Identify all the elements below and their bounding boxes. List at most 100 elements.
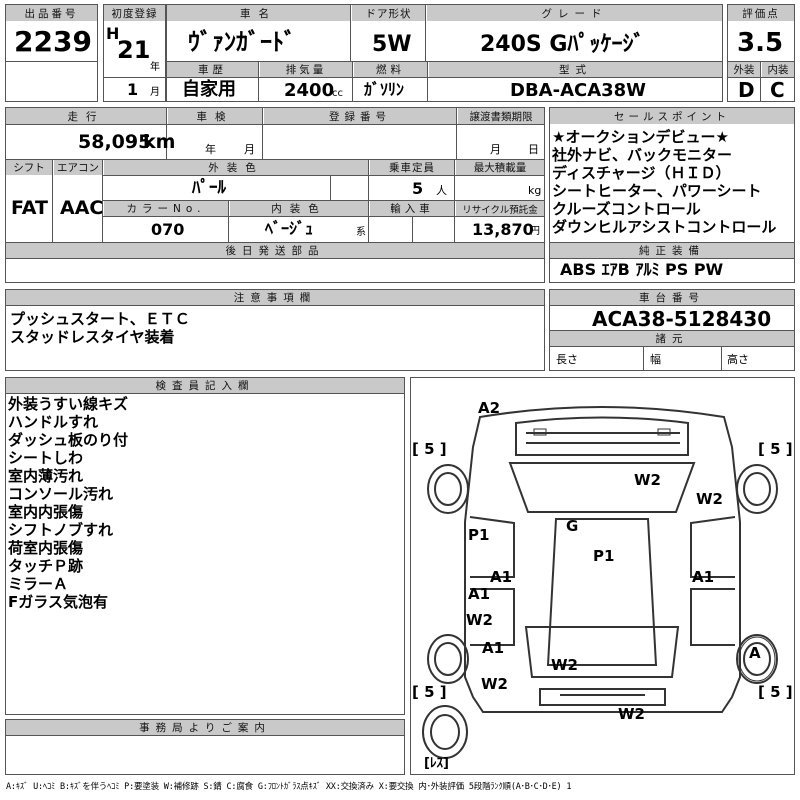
damage-mark: A1 bbox=[482, 639, 505, 657]
chassis-label: 車台番号 bbox=[550, 290, 794, 305]
transfer-day-unit: 日 bbox=[528, 143, 539, 156]
color-no-label: カラーNo. bbox=[104, 201, 228, 216]
sales-points: ★オークションデビュー★ 社外ナビ、バックモニター ディスチャージ（ＨＩＤ） シ… bbox=[552, 128, 776, 236]
sales-line: ディスチャージ（ＨＩＤ） bbox=[552, 164, 731, 182]
model-code: DBA-ACA38W bbox=[510, 80, 647, 101]
damage-mark: W2 bbox=[466, 611, 493, 629]
equipment-items: ABS ｴｱB ｱﾙﾐ PS PW bbox=[560, 260, 724, 279]
score: 3.5 bbox=[737, 28, 784, 58]
ext-color: ﾊﾟｰﾙ bbox=[192, 178, 226, 198]
inspection-month-unit: 月 bbox=[244, 143, 255, 156]
damage-mark: W2 bbox=[551, 656, 578, 674]
notes-label: 注意事項欄 bbox=[6, 290, 544, 305]
ext-grade-label: 外装 bbox=[728, 62, 760, 77]
fuel-label: 燃料 bbox=[354, 62, 427, 77]
score-box bbox=[727, 4, 795, 102]
first-reg-label: 初度登録 bbox=[104, 5, 165, 21]
lot-no-box bbox=[5, 4, 98, 102]
displacement: 2400 bbox=[284, 80, 335, 101]
tire-rr-label: [ 5 ] bbox=[758, 683, 793, 701]
notes-lines: プッシュスタート、ＥＴＣ スタッドレスタイヤ装着 bbox=[10, 310, 190, 346]
inspector-line: ミラーＡ bbox=[8, 575, 69, 593]
int-color-unit: 系 bbox=[356, 227, 366, 238]
inspector-line: コンソール汚れ bbox=[8, 485, 114, 503]
sales-line: ★オークションデビュー★ bbox=[552, 128, 729, 146]
inspection-label: 車検 bbox=[168, 108, 262, 124]
mileage: 58,095 bbox=[78, 131, 152, 153]
tire-fl-label: [ 5 ] bbox=[412, 440, 447, 458]
ac-label: エアコン bbox=[54, 160, 102, 175]
first-reg-month: 1 bbox=[127, 80, 139, 99]
sales-label: セールスポイント bbox=[550, 108, 794, 124]
recycle-unit: 円 bbox=[530, 226, 540, 237]
sales-line: ダウンヒルアシストコントロール bbox=[552, 218, 777, 236]
office-label: 事務局よりご案内 bbox=[6, 720, 404, 735]
office-box bbox=[5, 719, 405, 775]
car-history: 自家用 bbox=[182, 79, 236, 100]
damage-mark: W2 bbox=[634, 471, 661, 489]
equipment-label: 純正装備 bbox=[550, 243, 794, 258]
inspector-lines: 外装うすい線キズ ハンドルすれ ダッシュ板のり付 シートしわ 室内薄汚れ コンソ… bbox=[8, 395, 128, 611]
transfer-month-unit: 月 bbox=[490, 143, 501, 156]
shift: FAT bbox=[11, 197, 48, 219]
car-name-label: 車名 bbox=[167, 5, 350, 21]
sales-box bbox=[549, 107, 795, 283]
capacity-label: 乗車定員 bbox=[370, 160, 454, 175]
legend: A:ｷｽﾞ U:ﾍｺﾐ B:ｷｽﾞを伴うﾍｺﾐ P:要塗装 W:補修跡 S:錆 … bbox=[6, 782, 572, 792]
tire-rl-label: [ 5 ] bbox=[412, 683, 447, 701]
first-reg-box bbox=[103, 4, 166, 102]
door-type: 5W bbox=[372, 32, 412, 57]
damage-mark: W2 bbox=[618, 705, 645, 723]
ac: AAC bbox=[60, 197, 104, 219]
inspector-line: 外装うすい線キズ bbox=[8, 395, 129, 413]
lot-no: 2239 bbox=[14, 25, 92, 58]
inspector-line: 室内内張傷 bbox=[8, 503, 84, 521]
damage-mark: A1 bbox=[490, 568, 513, 586]
mileage-label: 走行 bbox=[6, 108, 166, 124]
damage-mark: G bbox=[566, 517, 579, 535]
ext-grade: D bbox=[738, 78, 755, 102]
inspector-line: 荷室内張傷 bbox=[8, 539, 84, 557]
damage-mark: A2 bbox=[478, 399, 501, 417]
transfer-label: 譲渡書類期限 bbox=[458, 108, 544, 124]
tire-fr-label: [ 5 ] bbox=[758, 440, 793, 458]
inspector-box bbox=[5, 377, 405, 715]
damage-mark: A1 bbox=[468, 585, 491, 603]
damage-mark: A bbox=[749, 644, 761, 662]
notes-line: スタッドレスタイヤ装着 bbox=[10, 328, 175, 346]
shift-label: シフト bbox=[6, 160, 52, 175]
spare-tire-label: [ﾚｽ] bbox=[424, 756, 449, 771]
inspector-line: シフトノブすれ bbox=[8, 521, 114, 539]
inspector-line: ハンドルすれ bbox=[8, 413, 99, 431]
int-color: ﾍﾞｰｼﾞｭ bbox=[265, 219, 314, 238]
inspector-line: シートしわ bbox=[8, 449, 84, 467]
fuel: ｶﾞｿﾘﾝ bbox=[364, 80, 405, 99]
capacity: 5 bbox=[412, 179, 424, 198]
displacement-label: 排気量 bbox=[260, 62, 352, 77]
notes-line: プッシュスタート、ＥＴＣ bbox=[10, 310, 190, 328]
chassis-number: ACA38-5128430 bbox=[592, 307, 772, 331]
inspector-label: 検査員記入欄 bbox=[6, 378, 404, 393]
int-grade: C bbox=[770, 78, 785, 102]
first-reg-year: 21 bbox=[117, 36, 151, 64]
reg-no-label: 登録番号 bbox=[264, 108, 456, 124]
max-load-label: 最大積載量 bbox=[456, 160, 544, 175]
recycle-label: リサイクル預託金 bbox=[456, 201, 544, 216]
first-reg-era: H bbox=[106, 24, 120, 43]
damage-mark: W2 bbox=[481, 675, 508, 693]
notes-box bbox=[5, 289, 545, 371]
sales-line: シートヒーター、パワーシート bbox=[552, 182, 762, 200]
grade-label: グレード bbox=[427, 5, 722, 21]
import-label: 輸入車 bbox=[370, 201, 454, 216]
spec-label: 諸元 bbox=[550, 331, 794, 346]
damage-mark: P1 bbox=[468, 526, 490, 544]
sales-line: 社外ナビ、バックモニター bbox=[552, 146, 733, 164]
inspector-line: 室内薄汚れ bbox=[8, 467, 84, 485]
width-label: 幅 bbox=[650, 353, 661, 366]
first-reg-year-unit: 年 bbox=[150, 62, 160, 73]
main-info-box bbox=[166, 4, 723, 102]
mileage-unit: km bbox=[143, 131, 176, 153]
length-label: 長さ bbox=[556, 353, 578, 366]
inspection-year-unit: 年 bbox=[205, 143, 216, 156]
damage-mark: P1 bbox=[593, 547, 615, 565]
